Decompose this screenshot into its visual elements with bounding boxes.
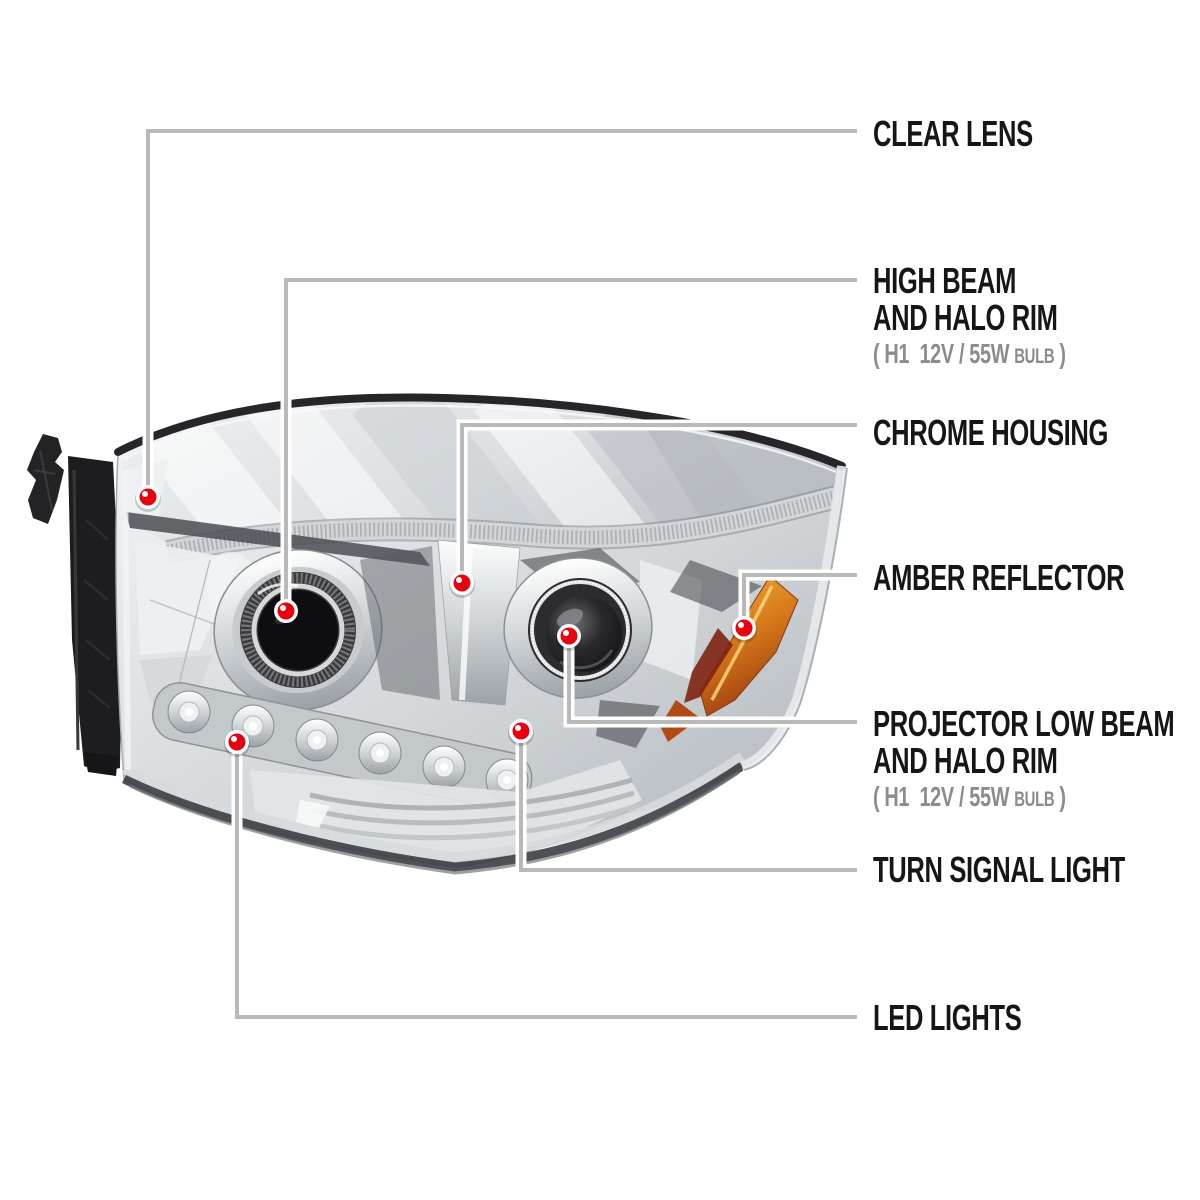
- leader-projector-low-beam: [563, 636, 857, 728]
- leader-turn-signal: [515, 731, 857, 876]
- bottom-rim: [122, 752, 745, 875]
- label-text: TURN SIGNAL LIGHT: [873, 849, 1125, 890]
- marker-dot-led-lights: [224, 730, 250, 757]
- leader-clear-lens: [142, 125, 857, 497]
- label-turn-signal: TURN SIGNAL LIGHT: [873, 851, 1200, 888]
- label-text: CLEAR LENS: [873, 113, 1033, 154]
- marker-dot-chrome-housing: [449, 571, 475, 598]
- leader-amber-reflector: [738, 569, 857, 628]
- label-text: HIGH BEAM: [873, 260, 1017, 301]
- spec-prefix: ( H1 12V / 55W: [873, 338, 1015, 369]
- label-text: CHROME HOUSING: [873, 412, 1109, 453]
- spec-prefix: ( H1 12V / 55W: [873, 781, 1015, 812]
- label-clear-lens: CLEAR LENS: [873, 115, 1098, 152]
- label-projector-low-beam: PROJECTOR LOW BEAM AND HALO RIM ( H1 12V…: [873, 705, 1200, 817]
- marker-dot-high-beam: [273, 599, 299, 626]
- leader-led-lights: [231, 742, 857, 1023]
- marker-dot-amber-reflector: [731, 616, 757, 643]
- label-text: LED LIGHTS: [873, 997, 1022, 1038]
- label-led-lights: LED LIGHTS: [873, 999, 1082, 1036]
- spec-suffix: ): [1054, 338, 1066, 369]
- leader-high-beam: [280, 274, 857, 611]
- leader-chrome-housing: [456, 419, 857, 583]
- mounting-bracket: [27, 434, 122, 776]
- high-beam-projector: [213, 549, 383, 711]
- label-text: AMBER REFLECTOR: [873, 557, 1125, 598]
- marker-dot-clear-lens: [135, 485, 161, 512]
- led-strip: [152, 682, 533, 811]
- label-high-beam: HIGH BEAM AND HALO RIM ( H1 12V / 55W BU…: [873, 262, 1144, 374]
- label-spec: ( H1 12V / 55W BULB ): [873, 337, 1066, 374]
- spec-suffix: ): [1054, 781, 1066, 812]
- marker-dot-projector-low-beam: [556, 624, 582, 651]
- marker-dot-turn-signal: [508, 719, 534, 746]
- label-text: AND HALO RIM: [873, 740, 1058, 781]
- label-chrome-housing: CHROME HOUSING: [873, 414, 1200, 451]
- lens-top-rim: [114, 393, 846, 470]
- right-edge: [740, 465, 847, 771]
- label-text: PROJECTOR LOW BEAM: [873, 703, 1175, 744]
- label-spec: ( H1 12V / 55W BULB ): [873, 780, 1174, 817]
- spec-bulb: BULB: [1014, 788, 1055, 811]
- label-text: AND HALO RIM: [873, 297, 1058, 338]
- label-amber-reflector: AMBER REFLECTOR: [873, 559, 1200, 596]
- spec-bulb: BULB: [1014, 345, 1055, 368]
